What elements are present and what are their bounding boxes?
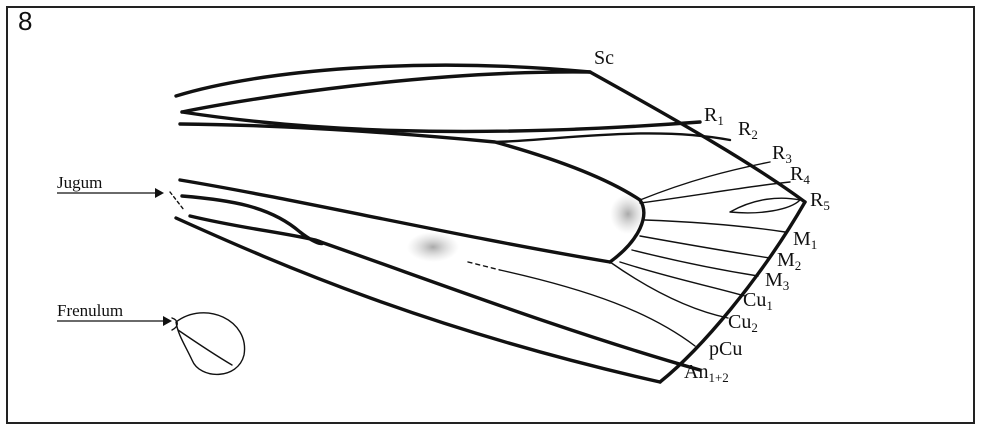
frenulum-label: Frenulum — [57, 301, 123, 320]
vein-label-cu2: Cu2 — [728, 311, 758, 335]
jugum-arrow-head — [155, 188, 164, 198]
vein-label-r5: R5 — [810, 189, 830, 213]
vein-m3 — [632, 250, 758, 276]
wing-spot-median — [407, 232, 459, 262]
frenulum-outline — [176, 313, 245, 375]
vein-pcu-dashed — [468, 262, 500, 270]
vein-r4 — [640, 182, 790, 203]
vein-label-pcu: pCu — [709, 338, 742, 360]
vein-label-m3: M3 — [765, 269, 789, 293]
vein-label-cu1: Cu1 — [743, 289, 773, 313]
vein-pcu — [500, 270, 695, 346]
vein-cu2 — [610, 262, 728, 318]
vein-r2 — [495, 133, 730, 142]
vein-cu1 — [620, 262, 745, 296]
vein-label-an12: An1+2 — [684, 361, 729, 385]
vein-label-sc: Sc — [594, 47, 614, 69]
vein-label-r1: R1 — [704, 104, 724, 128]
vein-an12 — [315, 240, 700, 370]
vein-label-r2: R2 — [738, 118, 758, 142]
vein-label-r4: R4 — [790, 163, 810, 187]
jugum-label: Jugum — [57, 173, 102, 192]
vein-m1 — [645, 220, 785, 232]
vein-sc — [182, 72, 590, 112]
vein-label-m1: M1 — [793, 228, 817, 252]
frenulum-arrow-head — [163, 316, 172, 326]
wing-costal-margin — [176, 65, 805, 202]
vein-label-r3: R3 — [772, 142, 792, 166]
vein-r-lower — [180, 124, 640, 200]
vein-r5 — [730, 198, 800, 213]
vein-r-stem — [182, 112, 700, 131]
vein-m2 — [640, 236, 770, 258]
